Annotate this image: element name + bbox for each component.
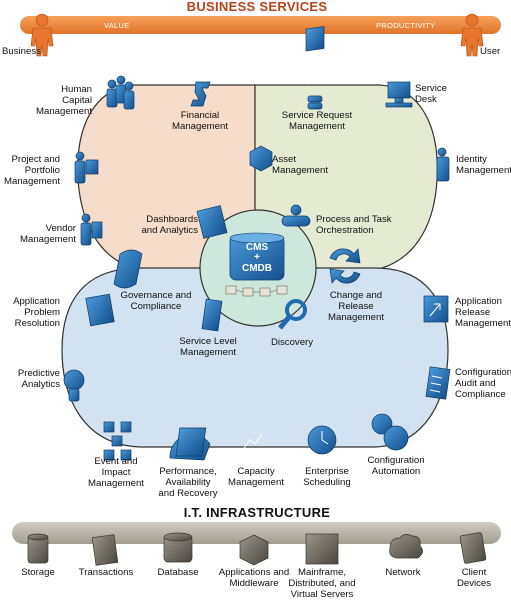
discovery-magnifier-icon [278, 299, 307, 330]
label-governance: Governance and Compliance [120, 290, 192, 312]
infra-storage: Storage [21, 567, 55, 578]
label-app-release: Application Release Management [455, 296, 511, 329]
label-performance: Performance, Availability and Recovery [158, 466, 218, 499]
identity-person-icon [436, 147, 450, 182]
vendor-icon [80, 213, 103, 246]
value-band-label: VALUE [104, 21, 130, 30]
governance-scroll-icon [113, 249, 143, 289]
process-orchestration-icon [281, 204, 311, 227]
transactions-icon [91, 534, 119, 566]
infrastructure-title: I.T. INFRASTRUCTURE [183, 505, 331, 520]
applications-icon [239, 534, 269, 566]
label-dashboards: Dashboards and Analytics [141, 214, 198, 236]
capacity-chart-icon [175, 427, 207, 457]
label-project-portfolio: Project and Portfolio Management [4, 154, 60, 187]
label-discovery: Discovery [270, 337, 314, 348]
label-service-request: Service Request Management [281, 110, 353, 132]
business-person-icon [30, 13, 54, 57]
service-request-icon [305, 26, 325, 110]
project-portfolio-icon [74, 151, 99, 184]
lightbulb-icon [63, 369, 85, 402]
label-human-capital: Human Capital Management [36, 84, 92, 117]
service-desk-icon [385, 81, 413, 108]
label-asset: Asset Management [272, 154, 328, 176]
infrastructure-band [12, 522, 501, 544]
user-person-icon [460, 13, 484, 57]
infra-servers: Mainframe, Distributed, and Virtual Serv… [288, 567, 356, 600]
business-services-band [20, 16, 501, 34]
client-devices-icon [459, 532, 487, 564]
label-service-desk: Service Desk [415, 83, 447, 105]
user-label: User [480, 46, 501, 57]
cmdb-label: CMDB [242, 263, 272, 274]
event-impact-icon [103, 421, 132, 461]
label-identity: Identity Management [456, 154, 511, 176]
label-vendor: Vendor Management [20, 223, 76, 245]
dollar-icon [190, 81, 211, 107]
gears-icon [371, 413, 409, 451]
label-change-release: Change and Release Management [328, 290, 384, 323]
people-group-icon [106, 75, 135, 110]
label-capacity: Capacity Management [228, 466, 284, 488]
label-process-task: Process and Task Orchestration [316, 214, 392, 236]
label-service-level: Service Level Management [179, 336, 237, 358]
servers-icon [305, 533, 339, 565]
infra-applications: Applications and Middleware [218, 567, 290, 589]
network-cloud-icon [389, 534, 423, 559]
config-audit-icon [425, 366, 451, 400]
label-app-problem: Application Problem Resolution [13, 296, 60, 329]
infra-client-devices: Client Devices [456, 567, 492, 589]
label-event-impact: Event and Impact Management [88, 456, 144, 489]
app-problem-icon [85, 293, 115, 327]
cmdb-nodes [225, 285, 288, 297]
label-predictive: Predictive Analytics [17, 368, 60, 390]
label-config-automation: Configuration Automation [367, 455, 425, 477]
database-icon [163, 532, 193, 563]
label-config-audit: Configuration Audit and Compliance [455, 367, 511, 400]
infra-database: Database [157, 567, 199, 578]
change-release-icon [329, 248, 361, 284]
dashboard-icon [196, 205, 228, 239]
infra-network: Network [385, 567, 421, 578]
label-enterprise-scheduling: Enterprise Scheduling [303, 466, 351, 488]
plus-label: + [254, 252, 260, 263]
productivity-band-label: PRODUCTIVITY [376, 21, 436, 30]
cms-label: CMS [245, 242, 269, 253]
business-services-title: BUSINESS SERVICES [186, 0, 328, 14]
service-level-icon [201, 298, 223, 332]
asset-cube-icon [249, 145, 273, 172]
business-label: Business [2, 46, 41, 57]
storage-icon [27, 533, 49, 564]
infra-transactions: Transactions [78, 567, 134, 578]
label-financial: Financial Management [172, 110, 228, 132]
